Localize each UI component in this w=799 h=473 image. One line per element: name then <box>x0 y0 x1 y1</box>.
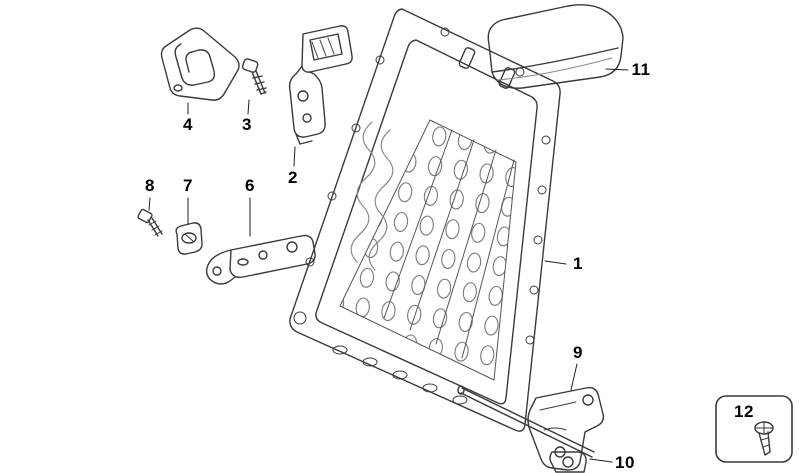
part-label-8: 8 <box>145 176 155 195</box>
part-label-11: 11 <box>631 60 651 79</box>
leader-line-9 <box>570 363 578 391</box>
part-4-mounting-plate <box>160 27 240 101</box>
part-3-bolt <box>241 58 267 95</box>
part-10-clip <box>549 451 587 473</box>
frame-perforated-panel <box>339 119 517 381</box>
part-label-9: 9 <box>573 343 583 362</box>
part-11-headrest-pad <box>487 4 624 89</box>
headrest-guide-sleeves <box>458 47 516 89</box>
part-label-2: 2 <box>288 168 298 187</box>
part-label-4: 4 <box>183 115 193 134</box>
part-12-screw-icon <box>754 421 774 456</box>
frame-inner-contour <box>315 39 538 405</box>
part-label-3: 3 <box>242 115 252 134</box>
leader-line-8 <box>148 197 151 211</box>
part-label-7: 7 <box>183 176 193 195</box>
part-12-box <box>715 395 793 463</box>
part-label-6: 6 <box>245 176 255 195</box>
leader-line-3 <box>247 99 250 115</box>
part-8-screw <box>137 208 163 237</box>
frame-bottom-perforations <box>332 345 468 405</box>
frame-mounting-holes <box>293 27 551 345</box>
leader-line-2 <box>293 146 296 167</box>
part-2-latch <box>288 25 353 145</box>
part-1-backrest-frame <box>289 8 561 432</box>
leader-line-11 <box>605 68 629 71</box>
part-label-10: 10 <box>615 453 635 472</box>
stabilizer-rod <box>457 385 595 458</box>
part-7-grommet <box>175 222 203 255</box>
leader-line-1 <box>544 260 567 265</box>
part-6-bracket <box>205 234 316 285</box>
frame-spring-wires <box>350 121 394 271</box>
frame-outer-contour <box>289 8 561 432</box>
part-label-1: 1 <box>573 254 583 273</box>
part-label-12: 12 <box>734 402 754 421</box>
leader-line-10 <box>589 458 613 463</box>
frame-slats <box>383 129 515 359</box>
